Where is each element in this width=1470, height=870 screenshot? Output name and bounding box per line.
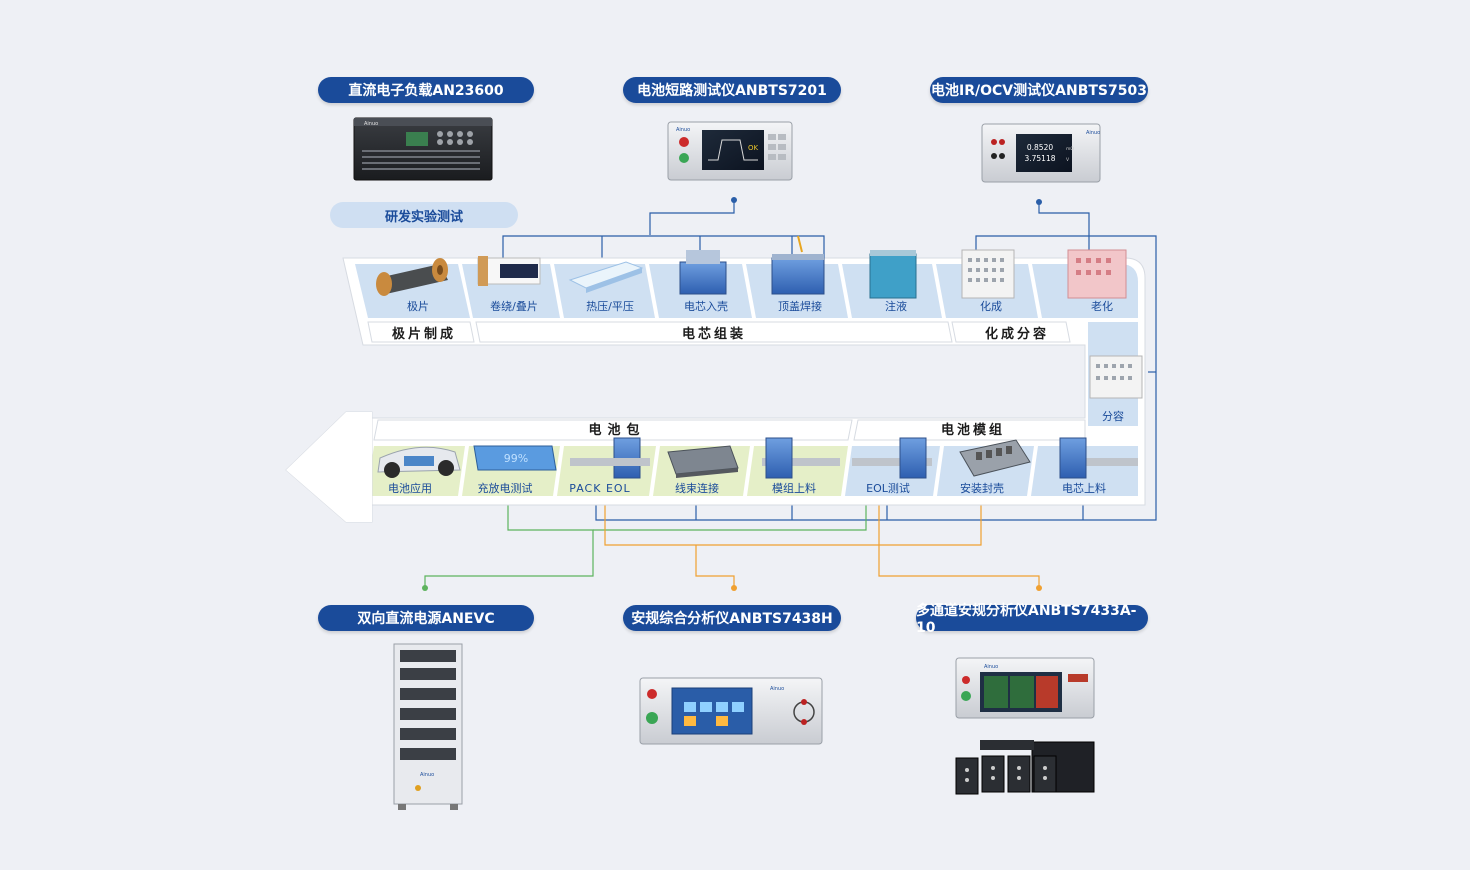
module-housing-icon: [959, 439, 1031, 477]
process-step-eol-test: EOL测试: [866, 482, 910, 495]
process-step-grading: 分容: [1102, 409, 1124, 423]
eol-test-icon: [852, 437, 932, 479]
formation-rack-icon: [961, 249, 1015, 299]
process-step-hot-press: 热压/平压: [586, 300, 634, 313]
instrument-label-dc-load: 直流电子负载AN23600: [318, 77, 534, 103]
process-step-pack-eol: PACK EOL: [569, 482, 630, 495]
rd-test-label: 研发实验测试: [330, 202, 518, 228]
brand-label: V: [1066, 157, 1070, 163]
stage-label-battery-module: 电池模组: [941, 422, 1005, 438]
cell-loading-icon: [1059, 437, 1138, 479]
top-cover-welding-icon: [771, 235, 825, 295]
safety-analyzer-device: Ainuo: [639, 677, 823, 745]
ir-ocv-tester-device: Ainuo 0.8520 mΩ 3.75118 V: [981, 123, 1101, 183]
brand-label: Ainuo: [770, 686, 784, 692]
process-step-aging: 老化: [1091, 299, 1113, 313]
process-step-wire-harness: 线束连接: [675, 481, 719, 495]
stage-label-cell-assembly: 电芯组装: [682, 326, 746, 342]
bidirectional-dc-source-cabinet: Ainuo: [393, 643, 463, 810]
brand-label: Ainuo: [676, 127, 690, 133]
winding-icon: [477, 256, 541, 286]
brand-label: 0.8520: [1027, 143, 1053, 152]
green-connector-lines: [424, 505, 867, 586]
process-step-battery-application: 电池应用: [388, 481, 432, 495]
hot-press-cell-icon: [568, 261, 644, 293]
aging-rack-icon: [1067, 249, 1127, 299]
process-step-top-cover-welding: 顶盖焊接: [778, 299, 822, 313]
electrode-roll-icon: [376, 258, 448, 296]
stage-label-battery-pack: 电池包: [588, 422, 645, 438]
process-step-injection: 注液: [885, 299, 907, 313]
brand-label: 99%: [504, 452, 528, 465]
brand-label: OK: [748, 144, 759, 152]
process-step-cell-loading: 电芯上料: [1062, 481, 1106, 495]
ev-chassis-icon: [377, 446, 461, 478]
brand-label: Ainuo: [420, 772, 434, 778]
brand-label: 3.75118: [1024, 154, 1055, 163]
instrument-label-ir-ocv-tester: 电池IR/OCV测试仪ANBTS7503: [930, 77, 1148, 103]
multichannel-safety-analyzer-device: Ainuo: [955, 657, 1095, 795]
process-step-winding: 卷绕/叠片: [490, 299, 538, 313]
brand-label: Ainuo: [1086, 130, 1100, 136]
grading-rack-icon: [1089, 355, 1143, 399]
stage-label-electrode: 极片制成: [392, 326, 456, 342]
blue-connector-lines: [502, 200, 1157, 521]
process-step-electrode: 极片: [407, 299, 429, 313]
instrument-label-bidirectional-dc-source: 双向直流电源ANEVC: [318, 605, 534, 631]
process-step-module-loading: 模组上料: [772, 481, 816, 495]
stage-label-formation-grading: 化成分容: [985, 326, 1049, 342]
orange-connector-lines: [604, 505, 1040, 586]
instrument-label-multichannel-safety-analyzer: 多通道安规分析仪ANBTS7433A-10: [916, 603, 1148, 636]
process-step-housing-sealing: 安装封壳: [960, 481, 1004, 495]
wire-harness-module-icon: [667, 445, 739, 478]
module-loading-icon: [762, 437, 840, 479]
process-step-charge-discharge-test: 充放电测试: [478, 481, 533, 495]
brand-label: Ainuo: [984, 664, 998, 670]
electrolyte-injection-icon: [869, 250, 917, 299]
pack-eol-tester-icon: [570, 437, 650, 479]
pack-charge-discharge-icon: 99%: [473, 445, 557, 471]
dc-electronic-load-device: Ainuo: [353, 117, 493, 181]
short-circuit-tester-device: Ainuo OK: [667, 121, 793, 181]
brand-label: Ainuo: [364, 121, 378, 127]
process-step-cell-casing: 电芯入壳: [684, 299, 728, 313]
cell-casing-icon: [679, 250, 727, 295]
brand-label: mΩ: [1066, 146, 1074, 152]
instrument-label-short-circuit-tester: 电池短路测试仪ANBTS7201: [623, 77, 841, 103]
instrument-label-safety-analyzer: 安规综合分析仪ANBTS7438H: [623, 605, 841, 631]
process-step-formation: 化成: [980, 299, 1002, 313]
